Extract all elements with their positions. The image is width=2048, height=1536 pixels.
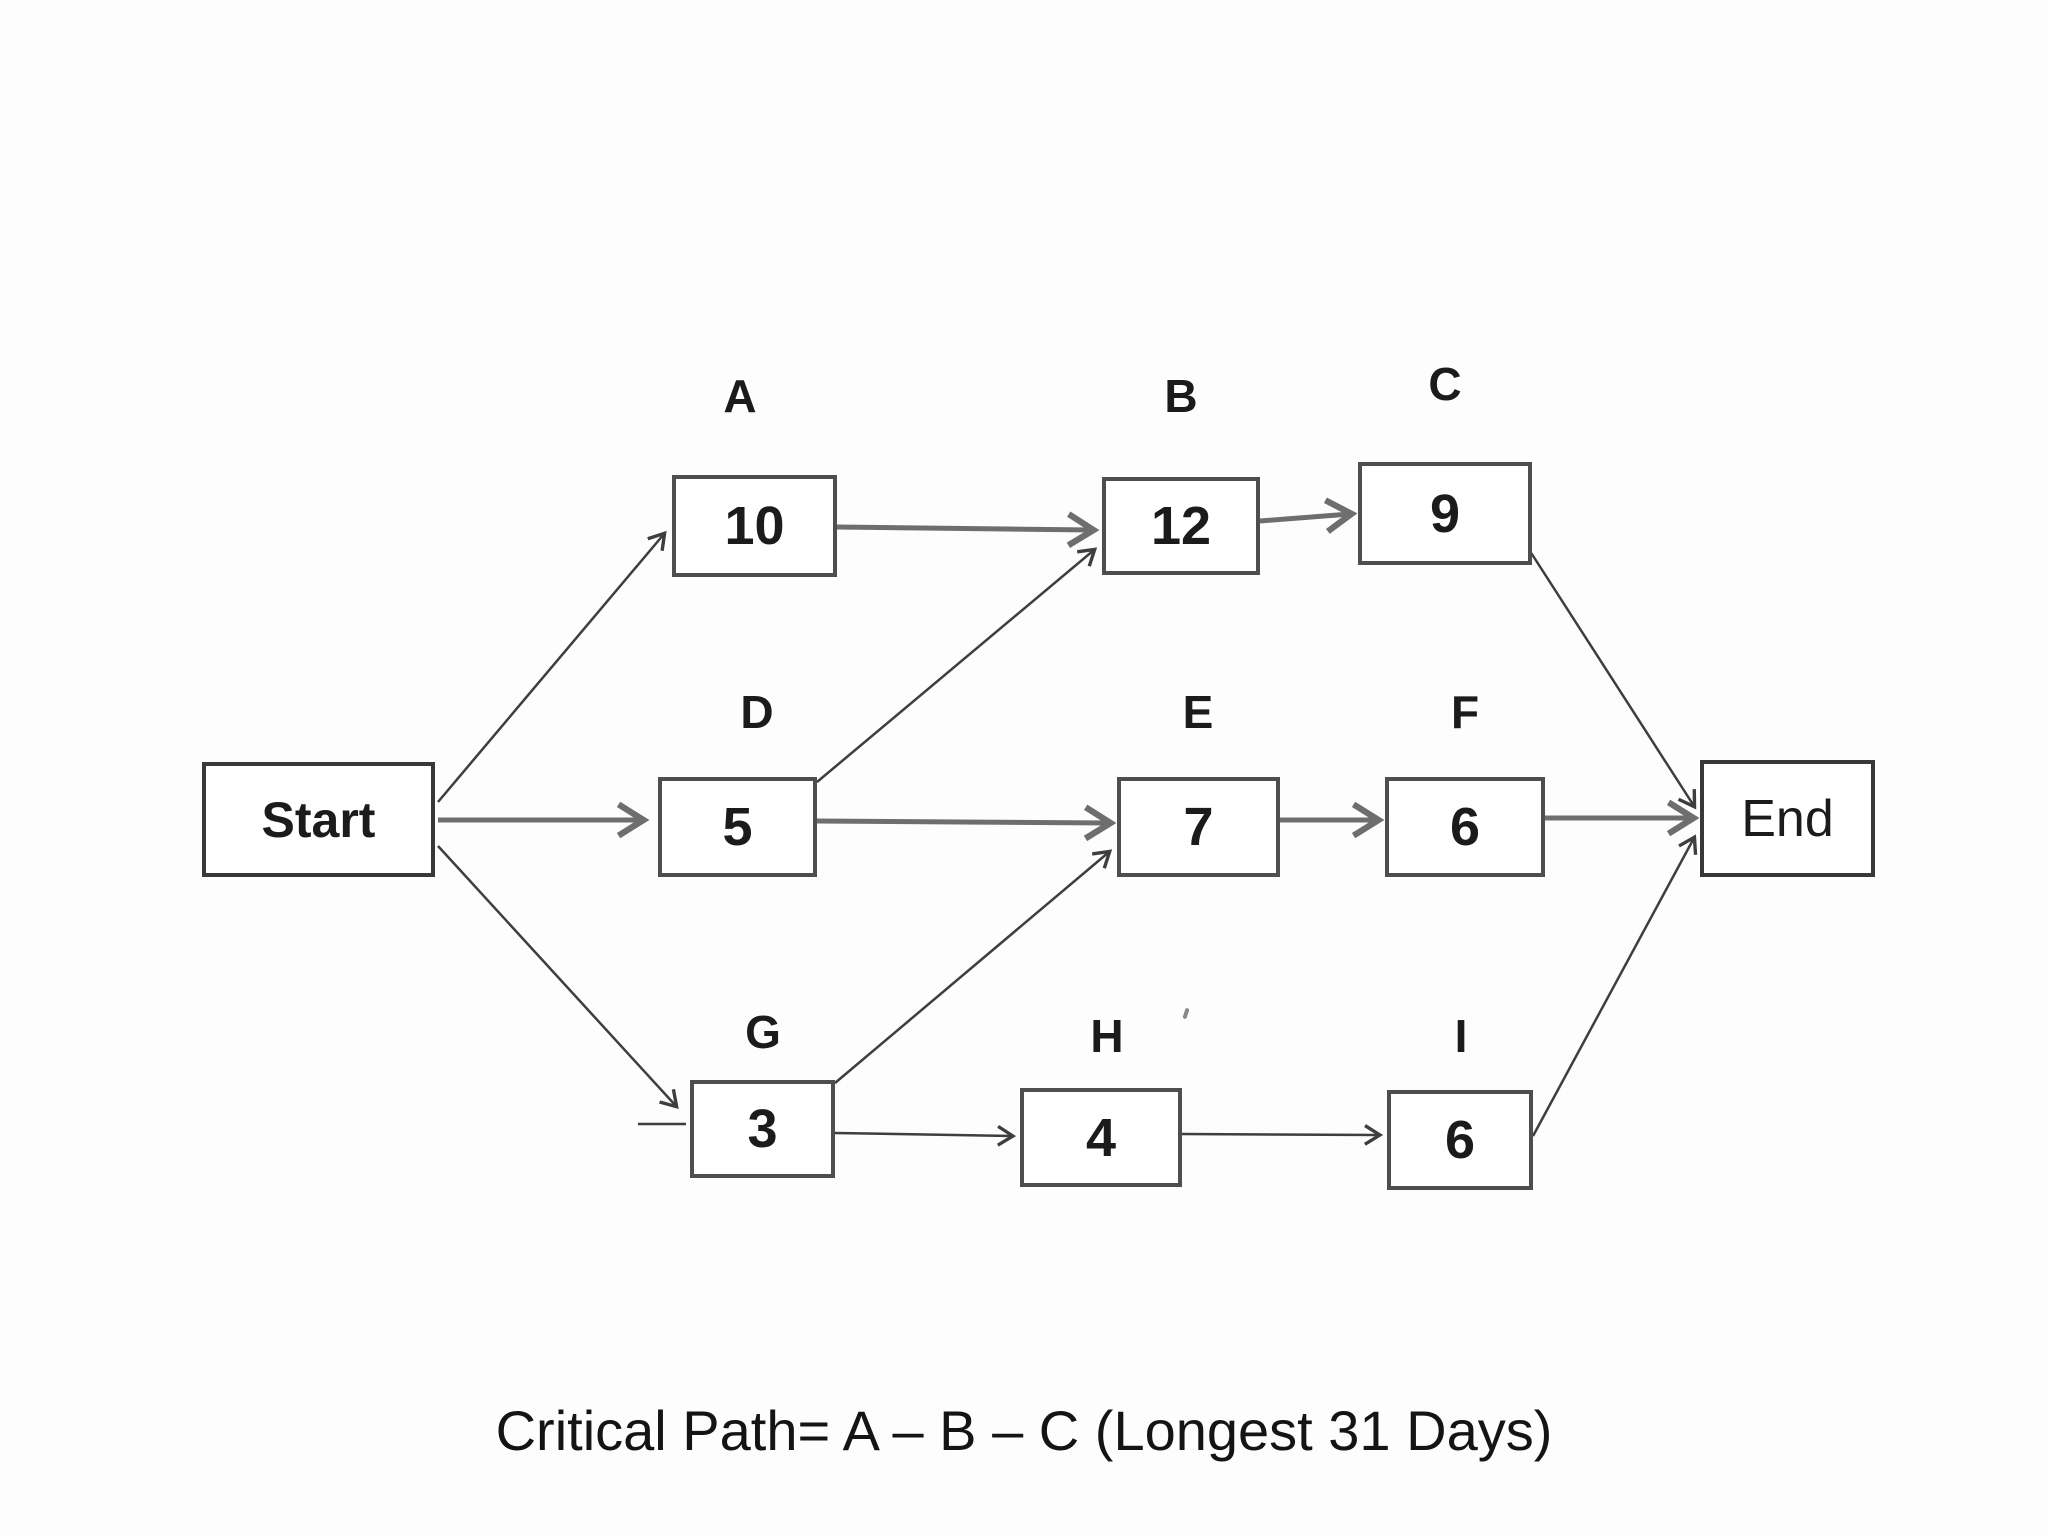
edge-i-end xyxy=(1531,834,1698,1137)
activity-label-a: A xyxy=(723,370,757,422)
activity-node-f-duration: 6 xyxy=(1385,777,1545,877)
activity-node-a-duration: 10 xyxy=(672,475,837,577)
activity-node-c-duration: 9 xyxy=(1358,462,1532,565)
activity-label-g: G xyxy=(745,1006,781,1058)
activity-label-h: H xyxy=(1090,1010,1124,1062)
activity-node-d-duration: 5 xyxy=(658,777,817,877)
edge-b-c xyxy=(1259,497,1358,534)
activity-label-e: E xyxy=(1182,686,1214,738)
edge-h-i xyxy=(1181,1124,1384,1146)
activity-label-d: D xyxy=(740,686,774,738)
activity-node-g-duration: 3 xyxy=(690,1080,835,1178)
edge-start-g xyxy=(437,845,679,1110)
activity-node-b-duration: 12 xyxy=(1102,477,1260,575)
edge-d-b xyxy=(816,547,1098,783)
activity-label-f: F xyxy=(1450,686,1480,738)
edge-c-end xyxy=(1526,547,1697,810)
critical-path-caption: Critical Path= A – B – C (Longest 31 Day… xyxy=(495,1399,1553,1462)
edge-g-h xyxy=(834,1124,1017,1147)
activity-label-i: I xyxy=(1454,1010,1468,1062)
edge-g-e xyxy=(834,849,1113,1084)
end-node: End xyxy=(1700,760,1875,877)
activity-node-h-duration: 4 xyxy=(1020,1088,1182,1187)
edge-start-a xyxy=(437,530,667,803)
edge-a-b xyxy=(836,511,1100,549)
activity-node-e-duration: 7 xyxy=(1117,777,1280,877)
start-node: Start xyxy=(202,762,435,877)
activity-label-b: B xyxy=(1164,370,1198,422)
activity-label-c: C xyxy=(1428,358,1462,410)
edge-d-e xyxy=(816,804,1117,842)
activity-node-i-duration: 6 xyxy=(1387,1090,1533,1190)
